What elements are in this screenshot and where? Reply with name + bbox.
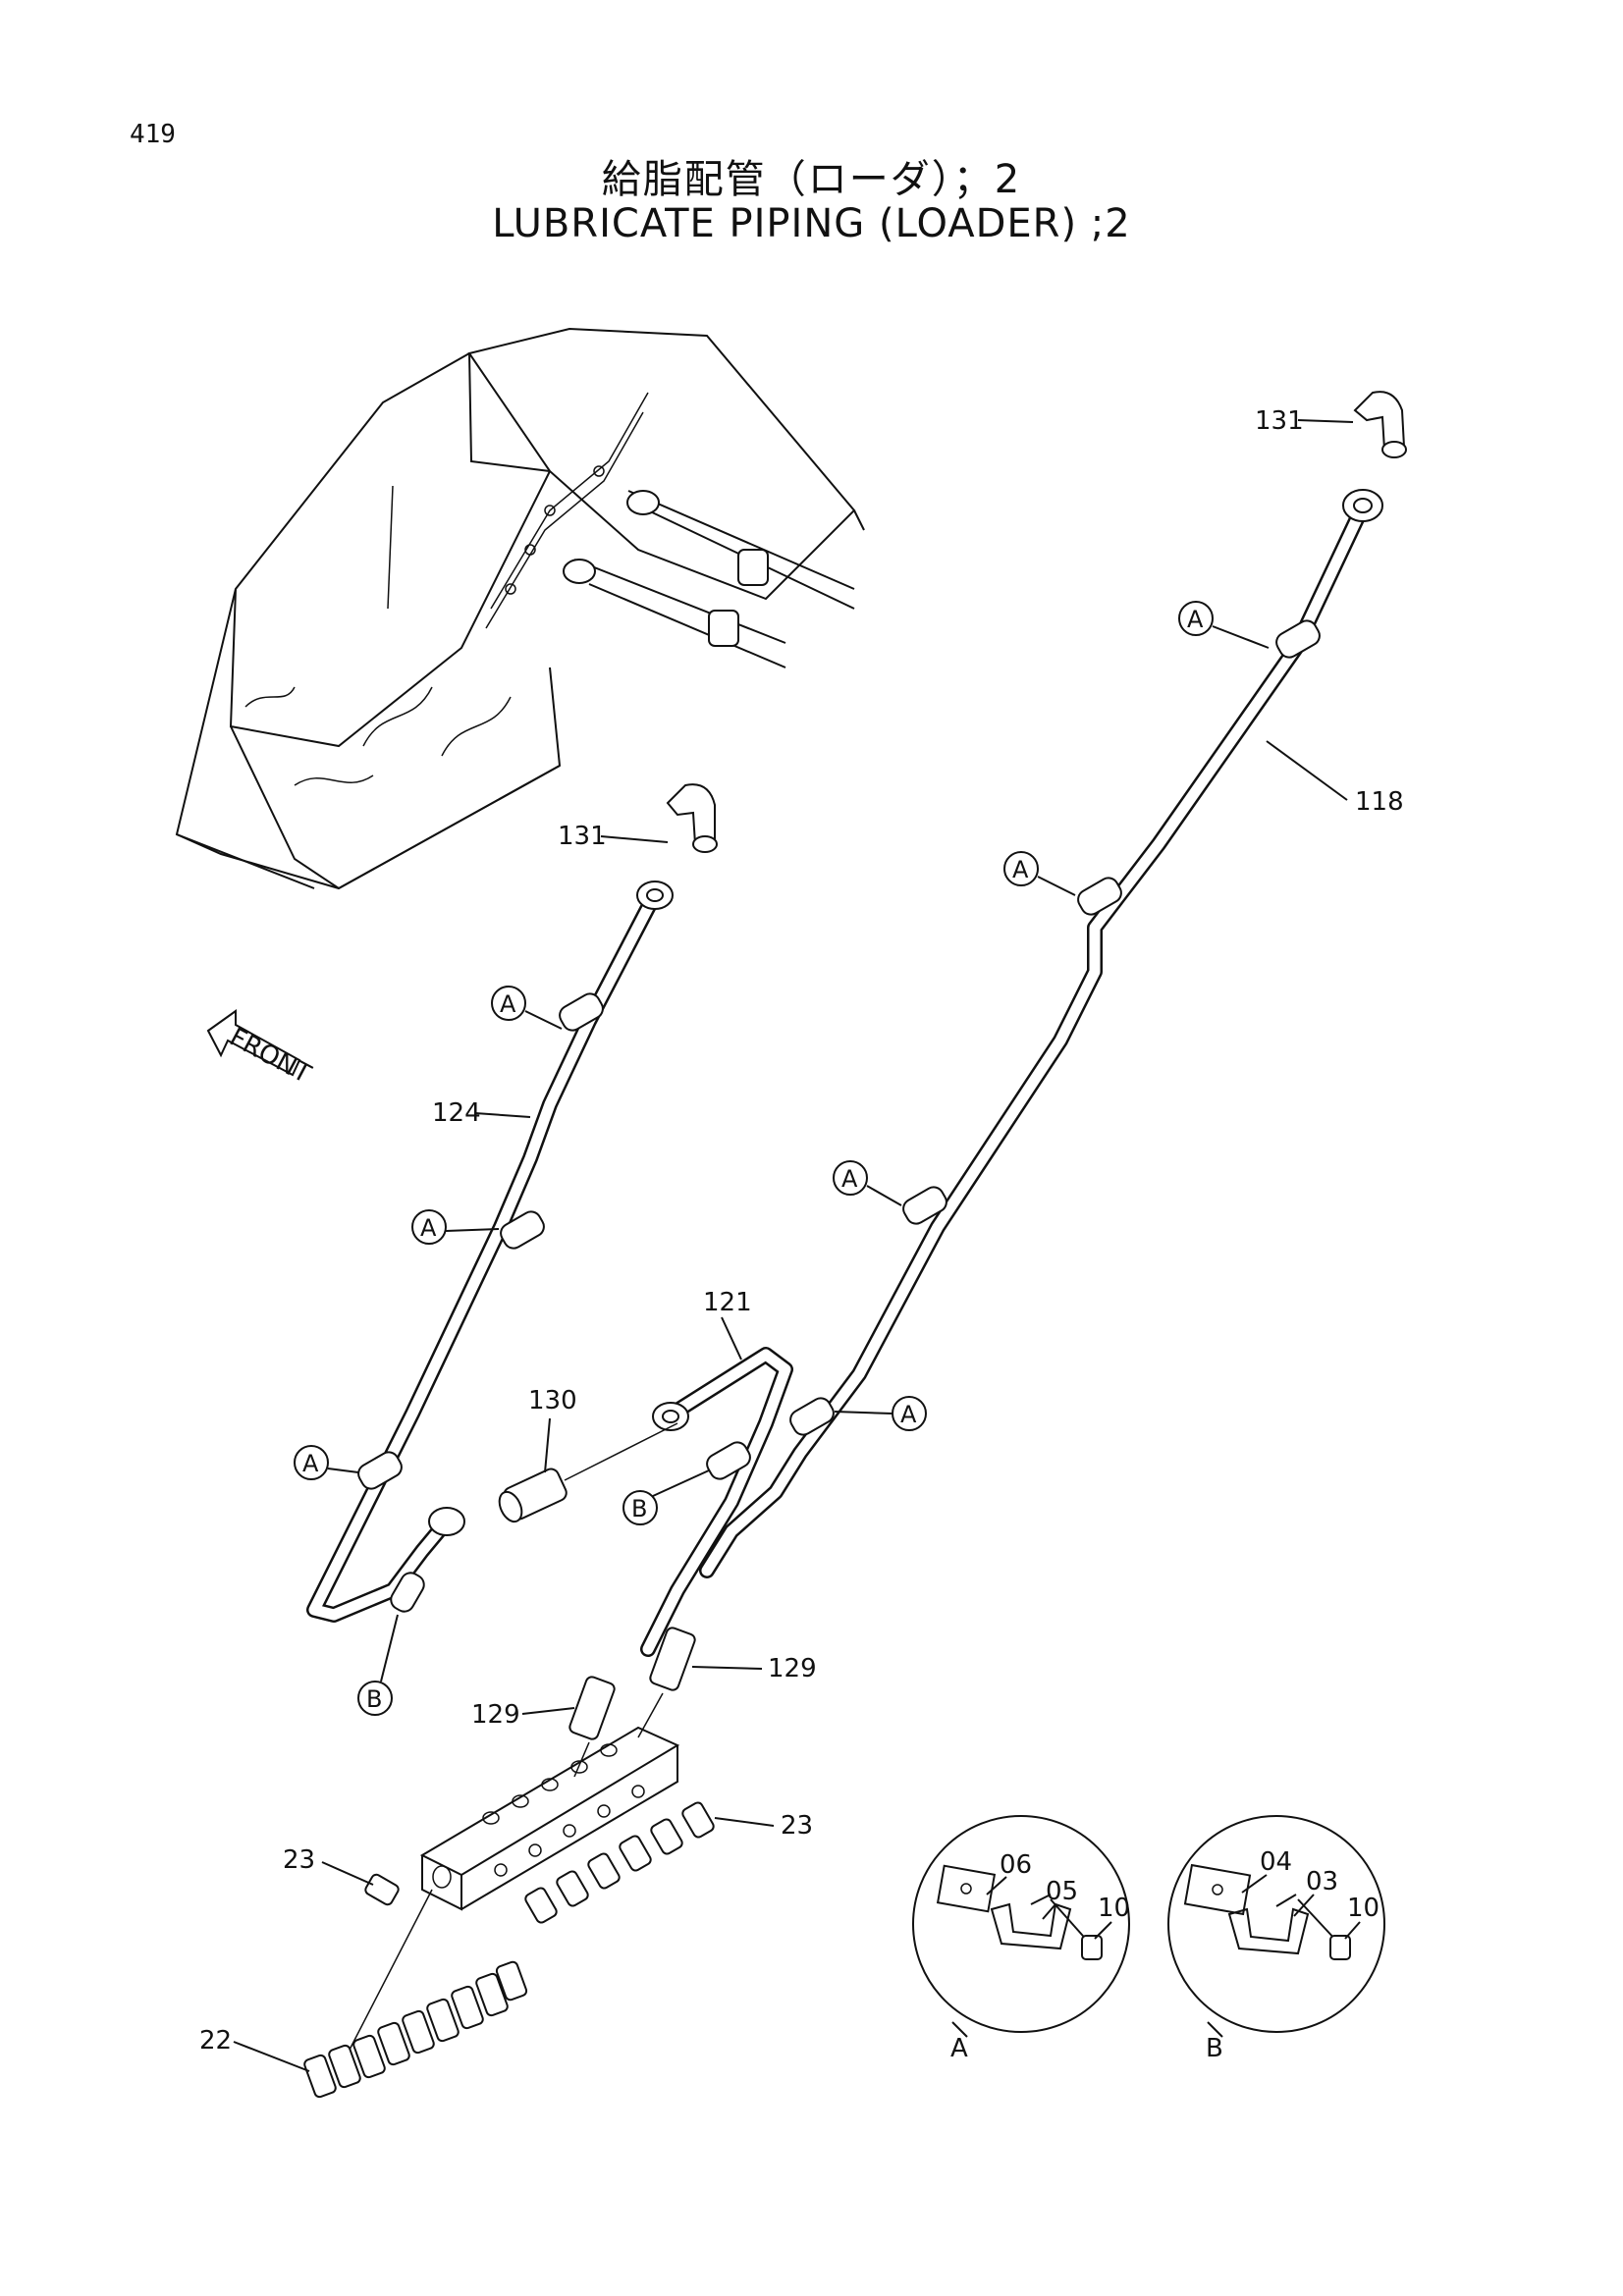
callout-22: 22 [199, 2026, 310, 2072]
pipe-124 [306, 881, 674, 1623]
adapter-129-left [568, 1676, 616, 1778]
clamp-marker-a-1: A [1178, 601, 1270, 649]
svg-text:121: 121 [703, 1288, 752, 1317]
svg-text:118: 118 [1355, 787, 1404, 817]
svg-text:10: 10 [1098, 1894, 1130, 1923]
callout-131-mid: 131 [558, 822, 669, 851]
loader-bucket-assembly [175, 327, 865, 890]
svg-text:A: A [302, 1450, 319, 1477]
svg-text:A: A [500, 990, 516, 1018]
svg-text:A: A [420, 1214, 437, 1242]
svg-text:03: 03 [1306, 1867, 1338, 1896]
pipe-clamps [357, 619, 1321, 1613]
clamp-marker-a-4: A [833, 1160, 902, 1206]
svg-text:23: 23 [781, 1811, 813, 1841]
svg-text:A: A [1012, 856, 1029, 883]
svg-text:B: B [631, 1495, 647, 1522]
svg-text:04: 04 [1260, 1847, 1292, 1877]
svg-text:129: 129 [768, 1654, 817, 1683]
callout-131-top: 131 [1255, 406, 1354, 436]
clamp-marker-a-2: A [1003, 851, 1076, 896]
svg-text:130: 130 [528, 1386, 577, 1415]
clamp-marker-a-3: A [491, 986, 563, 1030]
svg-text:131: 131 [558, 822, 607, 851]
svg-text:124: 124 [432, 1098, 481, 1128]
distribution-block [419, 1726, 680, 1911]
page-number: 419 [130, 120, 176, 149]
clamp-marker-b-2: B [357, 1614, 399, 1716]
svg-text:05: 05 [1046, 1877, 1078, 1906]
clamp-marker-a-6: A [834, 1396, 927, 1431]
callout-23-left: 23 [283, 1845, 374, 1886]
clamp-marker-a-5: A [411, 1209, 500, 1245]
svg-text:A: A [841, 1165, 858, 1193]
callout-124: 124 [432, 1098, 531, 1128]
svg-text:A: A [950, 2034, 968, 2063]
svg-text:A: A [900, 1401, 917, 1428]
pipe-121 [640, 1347, 793, 1657]
detail-a: A 06 05 10 [912, 1815, 1130, 2063]
front-direction-arrow: FRONT [206, 1009, 316, 1090]
plug-23-single [364, 1873, 400, 1906]
callout-129-left: 129 [471, 1700, 575, 1730]
plugs-23-row [524, 1801, 715, 1924]
callout-121: 121 [703, 1288, 752, 1361]
svg-text:23: 23 [283, 1845, 315, 1875]
svg-text:22: 22 [199, 2026, 232, 2056]
callout-129-right: 129 [691, 1654, 817, 1683]
clamp-marker-b-1: B [622, 1469, 710, 1525]
pipe-118 [699, 489, 1383, 1578]
svg-text:10: 10 [1347, 1894, 1380, 1923]
svg-text:B: B [1206, 2034, 1223, 2063]
callout-130: 130 [528, 1386, 577, 1473]
elbow-131-top [1353, 391, 1407, 458]
svg-text:131: 131 [1255, 406, 1304, 436]
elbow-131-mid [666, 783, 718, 853]
title-english: LUBRICATE PIPING (LOADER) ;2 [492, 201, 1131, 246]
adapter-130 [498, 1422, 678, 1523]
svg-text:129: 129 [471, 1700, 520, 1730]
front-label: FRONT [225, 1023, 316, 1090]
callout-118: 118 [1266, 740, 1404, 817]
callout-23-right: 23 [714, 1811, 813, 1841]
svg-text:06: 06 [1000, 1850, 1032, 1880]
svg-text:B: B [366, 1685, 382, 1713]
detail-b: B 04 03 10 [1167, 1815, 1385, 2063]
svg-text:A: A [1187, 606, 1204, 633]
title-japanese: 給脂配管（ローダ）；2 [601, 157, 1022, 202]
grease-fittings-22 [303, 1889, 528, 2099]
clamp-marker-a-7: A [294, 1445, 359, 1480]
